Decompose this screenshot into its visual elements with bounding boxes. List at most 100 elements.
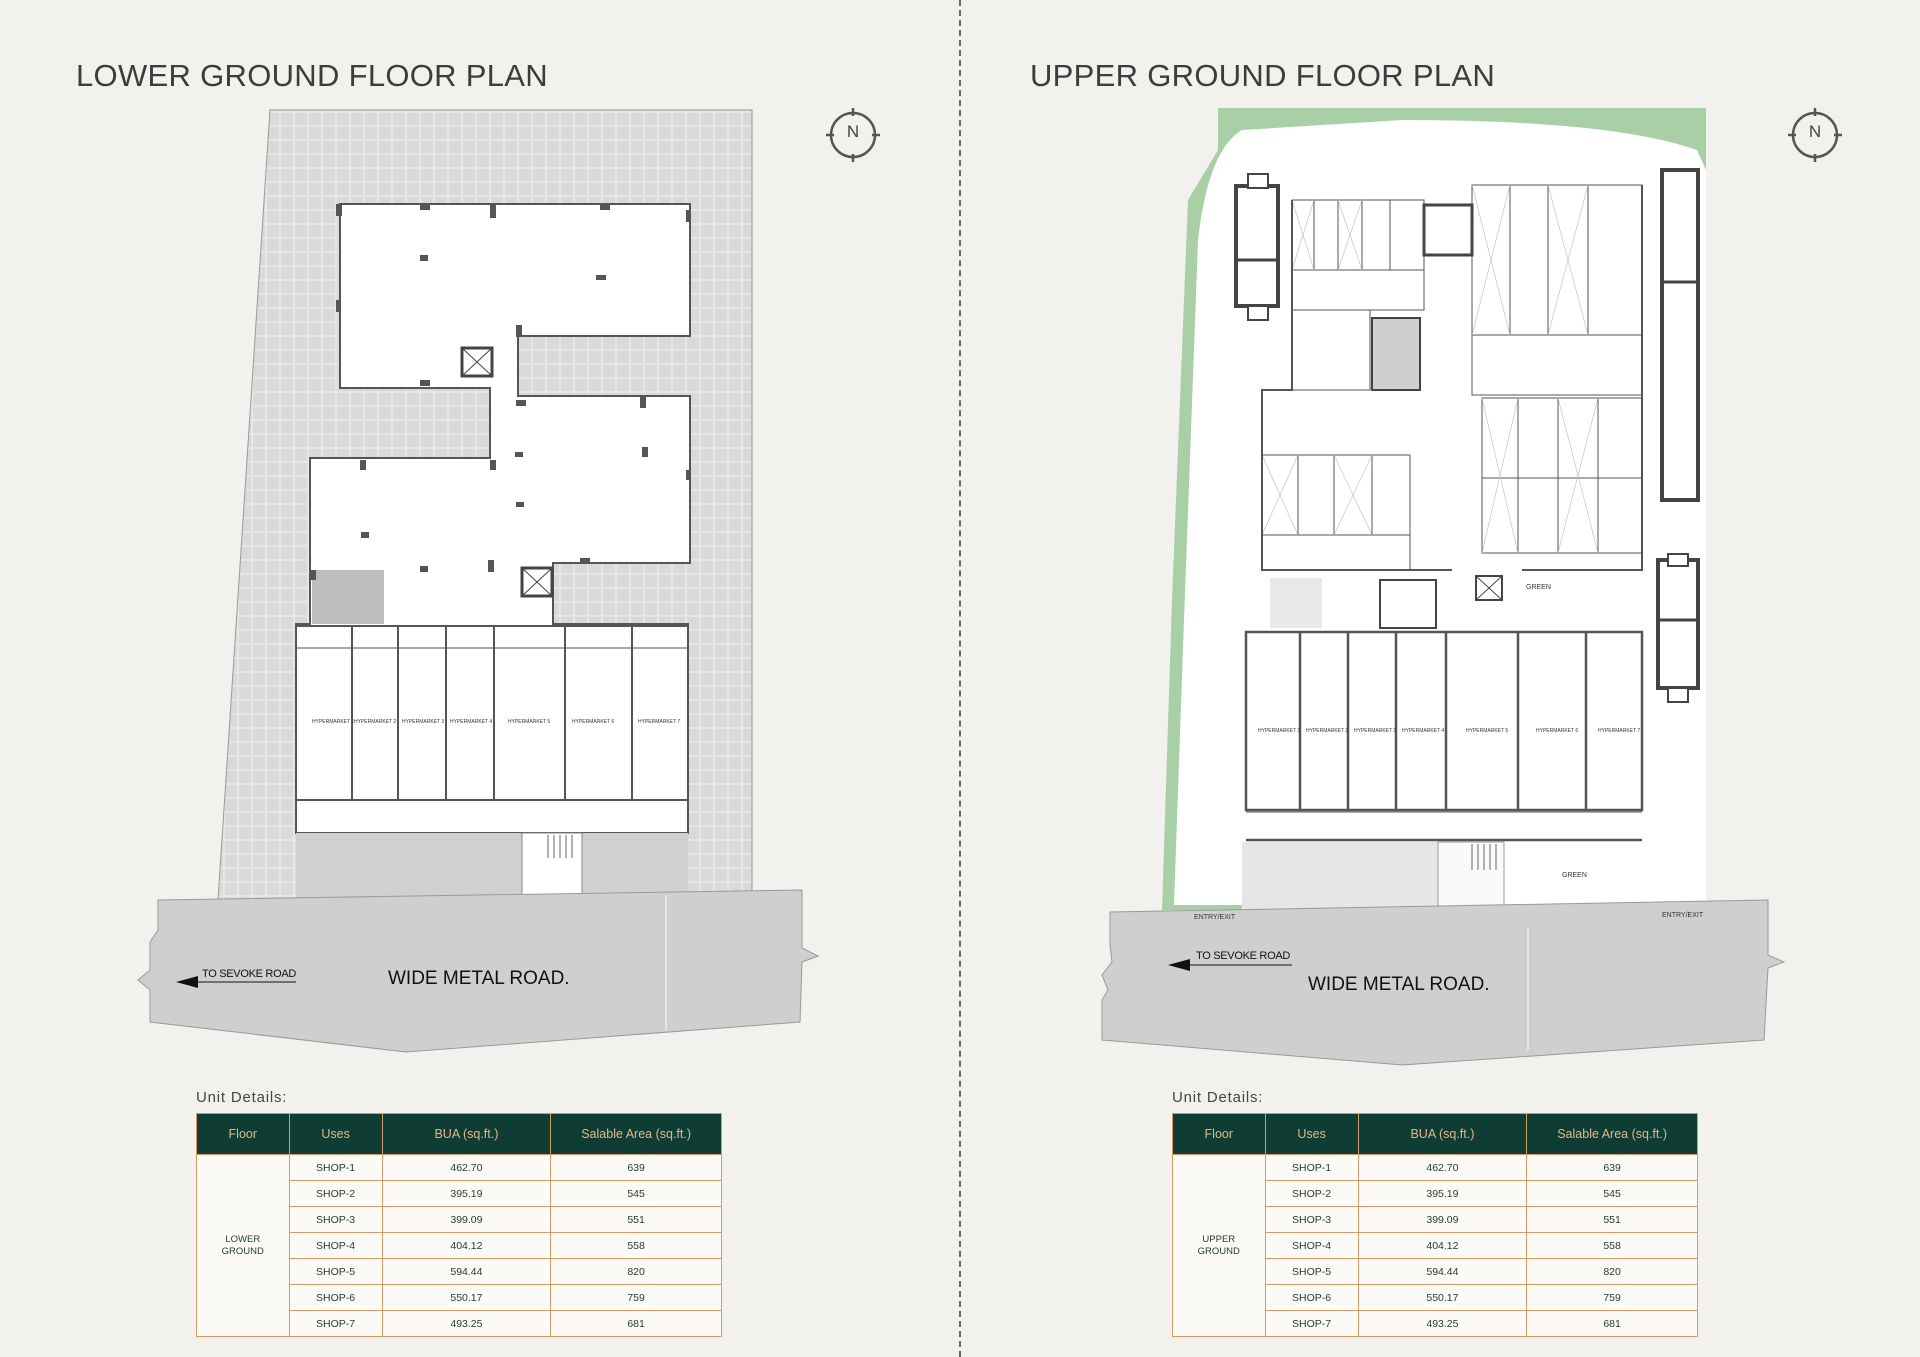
salable-cell: 558: [1526, 1232, 1698, 1259]
uses-cell: SHOP-3: [288, 1206, 383, 1233]
road-direction-label: TO SEVOKE ROAD: [202, 968, 297, 980]
compass-label: N: [846, 122, 860, 141]
table-row: SHOP-4 404.12 558: [197, 1232, 722, 1259]
entry-exit-label: ENTRY/EXIT: [1662, 912, 1704, 919]
compass-label: N: [1808, 122, 1822, 141]
unit-details-caption: Unit Details:: [196, 1089, 288, 1106]
uses-cell: SHOP-4: [288, 1232, 383, 1259]
svg-text:HYPERMARKET 5: HYPERMARKET 5: [1466, 728, 1508, 734]
shop-partitions: [295, 625, 689, 801]
table-row: SHOP-6 550.17 759: [197, 1284, 722, 1311]
road-label: WIDE METAL ROAD.: [1308, 974, 1490, 995]
compass-icon: N: [1788, 108, 1842, 162]
road-direction-label: TO SEVOKE ROAD: [1196, 950, 1291, 962]
unit-details-table: Floor Uses BUA (sq.ft.) Salable Area (sq…: [1172, 1113, 1698, 1337]
table-header-uses: Uses: [1264, 1113, 1359, 1155]
bua-cell: 404.12: [381, 1232, 552, 1259]
table-header-salable: Salable Area (sq.ft.): [550, 1113, 722, 1155]
uses-cell: SHOP-2: [1264, 1180, 1359, 1207]
salable-cell: 545: [1526, 1180, 1698, 1207]
svg-text:HYPERMARKET 3: HYPERMARKET 3: [1354, 728, 1396, 734]
parking-grid: [1261, 184, 1643, 571]
bua-cell: 493.25: [1357, 1310, 1528, 1337]
stair-core: [1371, 317, 1421, 391]
table-row: SHOP-5 594.44 820: [197, 1258, 722, 1285]
svg-text:HYPERMARKET 7: HYPERMARKET 7: [1598, 728, 1640, 734]
uses-cell: SHOP-2: [288, 1180, 383, 1207]
bua-cell: 594.44: [381, 1258, 552, 1285]
road: [1101, 899, 1786, 1066]
svg-text:HYPERMARKET 5: HYPERMARKET 5: [508, 719, 550, 725]
svg-text:HYPERMARKET 1: HYPERMARKET 1: [312, 719, 354, 725]
salable-cell: 639: [550, 1154, 722, 1181]
unit-details-table: Floor Uses BUA (sq.ft.) Salable Area (sq…: [196, 1113, 722, 1337]
bua-cell: 399.09: [1357, 1206, 1528, 1233]
table-row: SHOP-6 550.17 759: [1173, 1284, 1698, 1311]
salable-cell: 820: [550, 1258, 722, 1285]
entry-exit-label: ENTRY/EXIT: [1194, 914, 1236, 921]
salable-cell: 759: [1526, 1284, 1698, 1311]
salable-cell: 759: [550, 1284, 722, 1311]
bua-cell: 550.17: [381, 1284, 552, 1311]
uses-cell: SHOP-5: [288, 1258, 383, 1285]
floor-cell: UPPER GROUND: [1172, 1154, 1266, 1337]
bua-cell: 493.25: [381, 1310, 552, 1337]
table-header-salable: Salable Area (sq.ft.): [1526, 1113, 1698, 1155]
salable-cell: 545: [550, 1180, 722, 1207]
floor-cell: LOWER GROUND: [196, 1154, 290, 1337]
table-row: SHOP-4 404.12 558: [1173, 1232, 1698, 1259]
salable-cell: 551: [550, 1206, 722, 1233]
svg-text:HYPERMARKET 1: HYPERMARKET 1: [1258, 728, 1300, 734]
bua-cell: 462.70: [381, 1154, 552, 1181]
svg-text:HYPERMARKET 6: HYPERMARKET 6: [1536, 728, 1578, 734]
svg-text:HYPERMARKET 3: HYPERMARKET 3: [402, 719, 444, 725]
lower-ground-panel: LOWER GROUND FLOOR PLAN: [0, 0, 958, 1357]
uses-cell: SHOP-1: [288, 1154, 383, 1181]
svg-text:HYPERMARKET 4: HYPERMARKET 4: [1402, 728, 1444, 734]
uses-cell: SHOP-4: [1264, 1232, 1359, 1259]
road-label: WIDE METAL ROAD.: [388, 968, 570, 989]
bua-cell: 399.09: [381, 1206, 552, 1233]
site-area: [1174, 120, 1706, 905]
arrow-left-icon: [176, 976, 296, 988]
ramp-area: [312, 570, 384, 624]
green-label: GREEN: [1562, 872, 1587, 879]
svg-text:HYPERMARKET 4: HYPERMARKET 4: [450, 719, 492, 725]
salable-cell: 681: [550, 1310, 722, 1337]
road: [137, 889, 820, 1053]
salable-cell: 820: [1526, 1258, 1698, 1285]
bua-cell: 404.12: [1357, 1232, 1528, 1259]
bua-cell: 462.70: [1357, 1154, 1528, 1181]
upper-ground-panel: UPPER GROUND FLOOR PLAN: [962, 0, 1920, 1357]
pump-room: [1422, 203, 1474, 257]
table-row: UPPER GROUND SHOP-1 462.70 639: [1172, 1154, 1698, 1337]
salable-cell: 681: [1526, 1310, 1698, 1337]
salable-cell: 639: [1526, 1154, 1698, 1181]
table-row: SHOP-3 399.09 551: [197, 1206, 722, 1233]
bua-cell: 395.19: [381, 1180, 552, 1207]
uses-cell: SHOP-3: [1264, 1206, 1359, 1233]
table-header-floor: Floor: [1172, 1113, 1266, 1155]
uses-cell: SHOP-7: [288, 1310, 383, 1337]
parking-bay-diagonals: [1261, 184, 1599, 554]
uses-cell: SHOP-5: [1264, 1258, 1359, 1285]
green-label: GREEN: [1526, 584, 1551, 591]
bua-cell: 594.44: [1357, 1258, 1528, 1285]
bua-cell: 550.17: [1357, 1284, 1528, 1311]
compass-icon: N: [826, 108, 880, 162]
salable-cell: 558: [550, 1232, 722, 1259]
table-row: SHOP-7 493.25 681: [1173, 1310, 1698, 1337]
uses-cell: SHOP-6: [1264, 1284, 1359, 1311]
uses-cell: SHOP-6: [288, 1284, 383, 1311]
svg-text:HYPERMARKET 6: HYPERMARKET 6: [572, 719, 614, 725]
table-header-bua: BUA (sq.ft.): [381, 1113, 552, 1155]
page-title: LOWER GROUND FLOOR PLAN: [76, 58, 548, 93]
bua-cell: 395.19: [1357, 1180, 1528, 1207]
uses-cell: SHOP-1: [1264, 1154, 1359, 1181]
svg-text:HYPERMARKET 7: HYPERMARKET 7: [638, 719, 680, 725]
salable-cell: 551: [1526, 1206, 1698, 1233]
